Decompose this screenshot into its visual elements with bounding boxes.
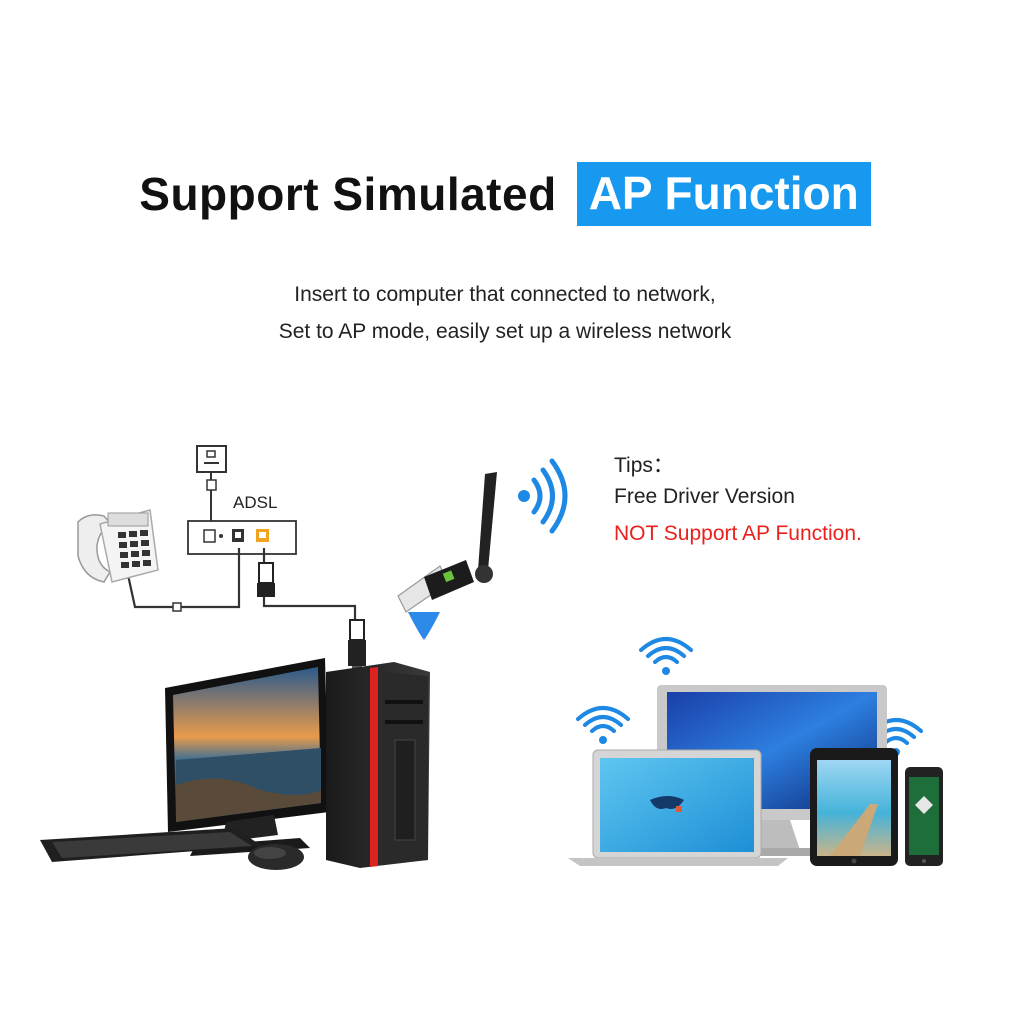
ethernet-plug-icon: [257, 562, 366, 672]
network-cables: [126, 548, 357, 630]
tips-line-1: Free Driver Version: [614, 485, 795, 508]
laptop-icon: [568, 749, 788, 866]
power-outlet-icon: [196, 445, 227, 524]
smartphone-icon: [905, 767, 943, 866]
tips-line-2-warning: NOT Support AP Function.: [614, 522, 862, 545]
keyboard-icon: [40, 828, 262, 862]
title-highlight-text: AP Function: [576, 162, 871, 226]
title-main-text: Support Simulated: [139, 168, 557, 220]
page-title: Support Simulated AP Function: [0, 158, 1010, 230]
wifi-signal-icon: [518, 458, 568, 534]
adsl-modem-icon: [187, 520, 297, 555]
mouse-icon: [248, 844, 304, 870]
subtitle-line-2: Set to AP mode, easily set up a wireless…: [278, 320, 732, 343]
telephone-icon: [77, 509, 159, 583]
usb-wifi-adapter-icon: [397, 472, 497, 613]
wifi-icon: [639, 637, 693, 675]
desktop-computer-icon: [165, 658, 430, 868]
wifi-icon: [576, 706, 630, 744]
location-pin-icon: [408, 612, 440, 640]
tablet-icon: [810, 748, 898, 866]
subtitle-line-1: Insert to computer that connected to net…: [294, 283, 716, 306]
tips-heading: Tips：: [614, 454, 674, 477]
adsl-label: ADSL: [233, 493, 278, 512]
